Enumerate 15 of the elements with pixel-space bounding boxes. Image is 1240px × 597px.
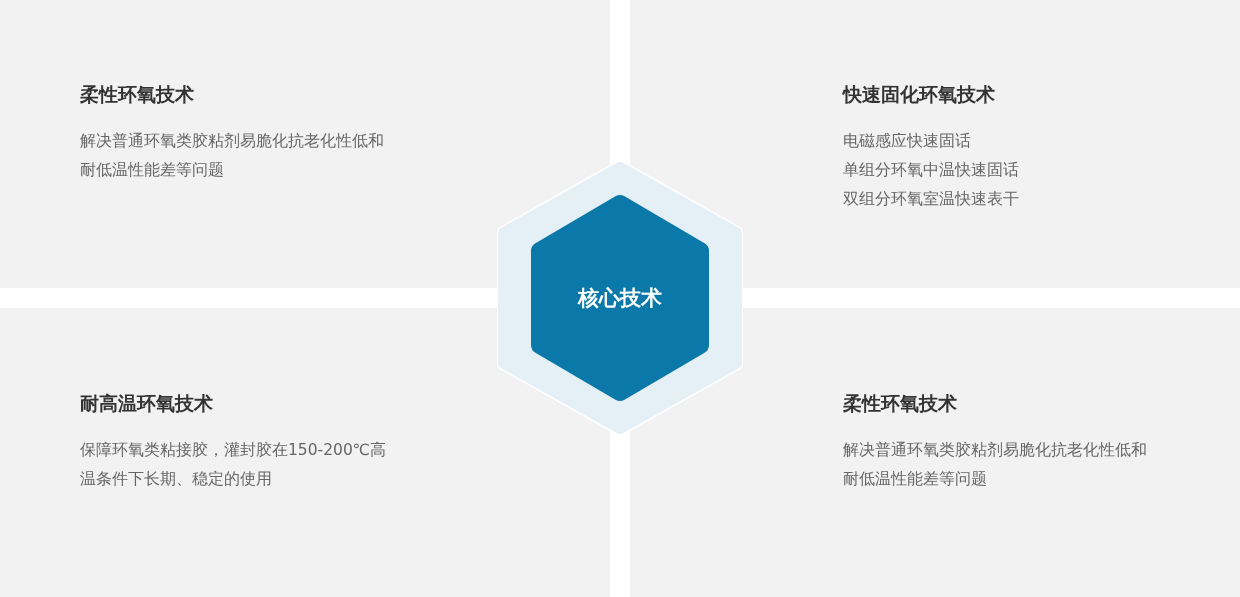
panel [0,308,610,597]
hexagon-label: 核心技术 [576,285,663,312]
heading: 快速固化环氧技术 [843,82,995,107]
description: 保障环氧类粘接胶，灌封胶在150-200℃高温条件下长期、稳定的使用 [80,440,388,490]
heading: 柔性环氧技术 [80,82,194,107]
heading: 耐高温环氧技术 [80,391,213,416]
description: 电磁感应快速固话 [843,131,972,152]
panel [630,308,1240,597]
description: 解决普通环氧类胶粘剂易脆化抗老化性低和耐低温性能差等问题 [80,131,385,181]
panel [0,0,610,288]
heading: 柔性环氧技术 [843,391,957,416]
description: 解决普通环氧类胶粘剂易脆化抗老化性低和耐低温性能差等问题 [843,440,1148,490]
description: 双组分环氧室温快速表干 [843,189,1020,210]
description: 单组分环氧中温快速固话 [843,160,1020,181]
panel [630,0,1240,288]
